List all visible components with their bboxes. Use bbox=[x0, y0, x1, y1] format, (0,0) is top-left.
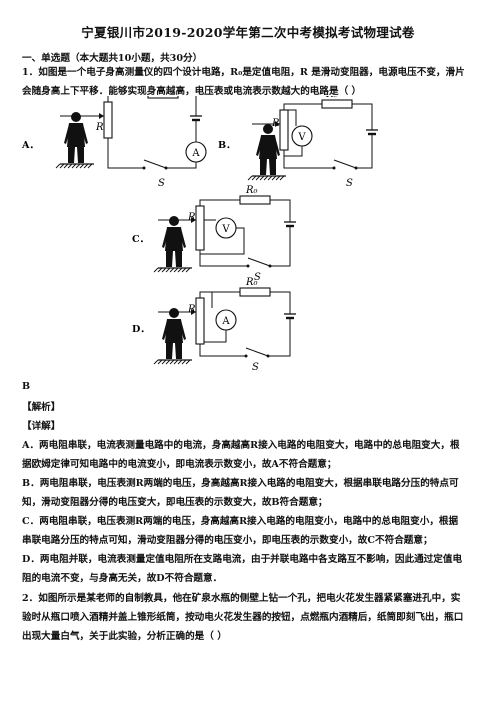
svg-text:R: R bbox=[95, 122, 104, 133]
circuit-c: C． R R₀ V S bbox=[132, 185, 296, 283]
svg-text:R: R bbox=[187, 212, 196, 223]
section-heading: 一、单选题（本大题共10小题，共30分） bbox=[22, 53, 203, 64]
option-b-label: B． bbox=[218, 140, 236, 151]
explanation-line: C．两电阻串联，电压表测R两端的电压，身高越高R接入电路的电阻变小，电路中的总电… bbox=[22, 516, 459, 527]
circuit-b: B． R V R₀ S bbox=[218, 96, 378, 189]
option-d-label: D． bbox=[132, 324, 150, 335]
detail-tag: 【详解】 bbox=[22, 421, 61, 432]
svg-text:S: S bbox=[346, 178, 353, 189]
switch-c bbox=[247, 257, 271, 267]
rheostat-b bbox=[279, 109, 289, 151]
switch-a bbox=[143, 159, 167, 169]
question-2-line: 出现大量白气，关于此实验，分析正确的是（ ） bbox=[22, 631, 227, 642]
answer: B bbox=[22, 381, 31, 392]
svg-text:S: S bbox=[254, 272, 261, 283]
rheostat-d bbox=[195, 297, 205, 345]
svg-text:R₀: R₀ bbox=[245, 185, 258, 196]
explanation-line: 知，滑动变阻器分得的电压变大，即电压表的示数变大，故B符合题意； bbox=[22, 497, 328, 508]
rheostat-a bbox=[103, 101, 113, 139]
option-a-label: A． bbox=[21, 140, 39, 151]
svg-text:A: A bbox=[191, 148, 200, 159]
question-1-line-1: 1．如图是一个电子身高测量仪的四个设计电路，R₀是定值电阻，R 是滑动变阻器，电… bbox=[22, 67, 465, 78]
page-title: 宁夏银川市2019-2020学年第二次中考模拟考试物理试卷 bbox=[81, 25, 415, 40]
circuit-a: A． R R₀ A S bbox=[21, 96, 207, 189]
question-1-line-2: 会随身高上下平移．能够实现身高越高，电压表或电流表示数越大的电路是（ ） bbox=[22, 86, 362, 97]
explanation-line: 据欧姆定律可知电路中的电流变小，即电流表示数变小，故A不符合题意； bbox=[22, 459, 337, 470]
explanation-line: D．两电阻并联，电流表测量定值电阻所在支路电流，由于并联电路中各支路互不影响，因… bbox=[22, 554, 463, 565]
analysis-tag: 【解析】 bbox=[22, 402, 61, 413]
resistor-r0-b bbox=[321, 99, 353, 109]
resistor-r0-a bbox=[147, 96, 179, 99]
option-c-label: C． bbox=[132, 234, 149, 245]
explanation-line: 串联电路分压的特点可知，滑动变阻器分得的电压变小，即电压表的示数变小，故C不符合… bbox=[22, 535, 433, 546]
switch-d bbox=[245, 347, 269, 357]
resistor-r0-c bbox=[239, 195, 271, 205]
svg-text:V: V bbox=[297, 132, 306, 143]
svg-text:V: V bbox=[221, 224, 230, 235]
question-2-line: 验时从瓶口喷入酒精并盖上锥形纸筒，按动电火花发生器的按钮，点燃瓶内酒精后，纸筒即… bbox=[22, 612, 464, 623]
question-2-line: 2．如图所示是某老师的自制教具，他在矿泉水瓶的侧壁上钻一个孔，把电火花发生器紧紧… bbox=[22, 593, 461, 604]
svg-text:R₀: R₀ bbox=[245, 277, 258, 288]
svg-text:S: S bbox=[252, 362, 259, 373]
resistor-r0-d bbox=[239, 287, 271, 297]
circuit-d: D． R R₀ A S bbox=[132, 277, 296, 373]
svg-text:R₀: R₀ bbox=[325, 96, 338, 100]
explanation-line: A．两电阻串联，电流表测量电路中的电流，身高越高R接入电路的电阻变大，电路中的总… bbox=[22, 440, 460, 451]
svg-text:S: S bbox=[158, 178, 165, 189]
explanation-line: 阻的电流不变，与身高无关，故D不符合题意． bbox=[22, 573, 223, 584]
svg-text:R: R bbox=[187, 304, 196, 315]
circuit-figures: A． R R₀ A S B． R V R₀ bbox=[21, 96, 378, 373]
svg-text:A: A bbox=[221, 316, 230, 327]
explanation-line: B．两电阻串联，电压表测R两端的电压，身高越高R接入电路的电阻变大，根据串联电路… bbox=[22, 478, 459, 489]
svg-text:R: R bbox=[271, 118, 280, 129]
rheostat-c bbox=[195, 205, 205, 251]
switch-b bbox=[333, 159, 357, 169]
